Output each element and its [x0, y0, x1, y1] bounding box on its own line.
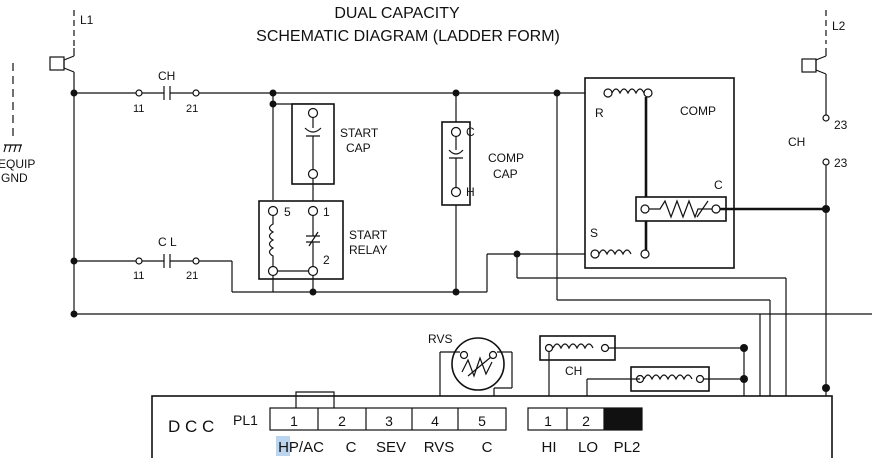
comp-cap-term-c: C [466, 125, 475, 139]
cl-contact-term1: 11 [133, 270, 144, 282]
top-rung [74, 86, 606, 100]
junction-dots [70, 89, 830, 392]
ch-coil [539, 335, 744, 408]
pl2-pin-label-lo: LO [578, 439, 598, 456]
pl1-pin-4: 4 [431, 413, 439, 429]
rvs-label: RVS [428, 332, 452, 346]
ch-contact-term1: 11 [133, 103, 144, 115]
pl1-pin-label-hp-ac: HP/AC [278, 439, 324, 456]
start-relay-term5: 5 [284, 205, 291, 219]
pl2-pin-2: 2 [582, 413, 590, 429]
right-wiring [516, 93, 787, 458]
start-cap-label-line2: CAP [346, 141, 371, 155]
comp-cap-label-line1: COMP [488, 151, 524, 165]
start-relay-term2: 2 [323, 253, 330, 267]
pl1-pin-label-c2: C [482, 439, 493, 456]
comp-term-r: R [595, 106, 604, 120]
ch-right-term1: 23 [834, 118, 848, 132]
pl1-pin-label-rvs: RVS [424, 439, 455, 456]
pl2-pin-label-hi: HI [542, 439, 557, 456]
ch-contact-label: CH [158, 69, 175, 83]
pl1-pin-label-sev: SEV [376, 439, 406, 456]
ground-label-line1: EQUIP [0, 157, 35, 171]
pl1-pin-3: 3 [385, 413, 393, 429]
comp-term-s: S [590, 226, 598, 240]
ground-label-line2: GND [1, 171, 28, 185]
l1-label: L1 [80, 13, 94, 27]
equip-ground: EQUIP GND [0, 63, 35, 185]
rvs-valve [439, 337, 513, 408]
comp-term-c: C [714, 178, 723, 192]
compressor [584, 77, 735, 269]
start-relay-term1: 1 [323, 205, 330, 219]
diagram-title-line2: SCHEMATIC DIAGRAM (LADDER FORM) [256, 28, 560, 45]
start-cap-label-line1: START [340, 126, 379, 140]
ch-coil-label: CH [565, 364, 582, 378]
ch-right-term2: 23 [834, 156, 848, 170]
ch-contact-term2: 21 [186, 103, 198, 115]
l1-supply: L1 [49, 10, 94, 314]
pl1-label: PL1 [233, 412, 258, 428]
diagram-title-line1: DUAL CAPACITY [334, 5, 460, 22]
comp-cap [441, 93, 471, 292]
pl1-pin-5: 5 [478, 413, 486, 429]
cl-contact-term2: 21 [186, 270, 198, 282]
dcc-label: D C C [168, 417, 214, 436]
start-cap-column [272, 93, 335, 210]
l2-label: L2 [832, 19, 846, 33]
pl1-pin-2: 2 [338, 413, 346, 429]
cl-coil [586, 366, 744, 408]
comp-label: COMP [680, 104, 716, 118]
dcc-board [151, 391, 833, 458]
pl2-label: PL2 [614, 439, 641, 456]
cl-rung [74, 253, 591, 293]
pl2-pin-1: 1 [544, 413, 552, 429]
cl-contact-label: C L [158, 235, 177, 249]
pl1-pin-1: 1 [290, 413, 298, 429]
start-relay-label-line1: START [349, 228, 388, 242]
start-relay-label-line2: RELAY [349, 243, 387, 257]
pl1-pin-label-c: C [346, 439, 357, 456]
start-relay [258, 200, 344, 292]
ch-right-label: CH [788, 135, 805, 149]
comp-cap-term-h: H [466, 185, 475, 199]
comp-cap-label-line2: CAP [493, 167, 518, 181]
